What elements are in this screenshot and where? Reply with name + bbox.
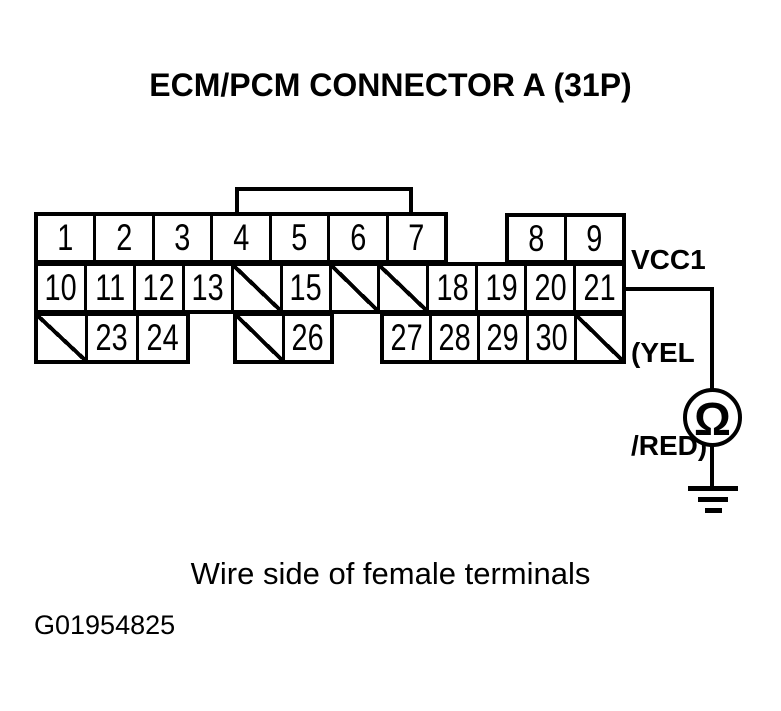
caption: Wire side of female terminals	[190, 556, 591, 591]
figure-id: G01954825	[34, 610, 176, 640]
pin-3: 3	[155, 216, 214, 260]
pin-6: 6	[330, 216, 389, 260]
wire-label-line2: (YEL	[631, 337, 695, 368]
pin-11: 11	[87, 266, 136, 310]
ohm-symbol: Ω	[694, 392, 731, 445]
pin-30: 30	[529, 316, 577, 360]
pin-19: 19	[478, 266, 528, 310]
pin-row1-right-block: 8 9	[505, 213, 626, 264]
pin-row3-left-block: 23 24	[34, 312, 190, 364]
pin-24: 24	[146, 317, 179, 358]
pin-9: 9	[586, 217, 603, 259]
blocked-pin-14	[233, 266, 283, 310]
pin-10: 10	[38, 266, 87, 310]
pin-2: 2	[96, 216, 155, 260]
pin-23: 23	[88, 316, 139, 360]
ground-bar-middle	[698, 497, 728, 502]
pin-row2-block: 10 11 12 13 15 18 19 20 21	[34, 262, 626, 314]
pin-1: 1	[38, 216, 97, 260]
pin-row3-mid-block: 26	[233, 312, 334, 364]
pin-18: 18	[429, 266, 479, 310]
wire-color-label: VCC1 (YEL /RED)	[631, 182, 707, 492]
blocked-pin-22	[38, 316, 89, 360]
pin-20: 20	[527, 266, 577, 310]
wire-horizontal-segment	[624, 287, 714, 291]
diagram-title: ECM/PCM CONNECTOR A (31P)	[149, 67, 632, 103]
pin-21: 21	[583, 267, 616, 308]
pin-4: 4	[213, 216, 272, 260]
pin-28: 28	[432, 316, 481, 360]
blocked-pin-25	[237, 316, 285, 360]
pin-7: 7	[408, 217, 425, 258]
ground-bar-top	[688, 486, 738, 491]
pin-row1-left-block: 1 2 3 4 5 6 7	[34, 212, 448, 264]
pin-13: 13	[185, 266, 234, 310]
ohmmeter-icon: Ω	[683, 388, 742, 447]
pin-row3-right-block: 27 28 29 30	[380, 312, 626, 364]
pin-29: 29	[480, 316, 529, 360]
pin-15: 15	[283, 266, 332, 310]
pin-5: 5	[272, 216, 331, 260]
blocked-pin-17	[380, 266, 430, 310]
wire-vertical-segment-top	[710, 287, 714, 390]
pin-27: 27	[384, 316, 433, 360]
blocked-pin-31	[576, 316, 623, 360]
blocked-pin-16	[331, 266, 381, 310]
wire-vertical-segment-bottom	[710, 445, 714, 487]
pin-12: 12	[136, 266, 185, 310]
wire-label-line1: VCC1	[631, 244, 706, 275]
pin-26: 26	[291, 317, 324, 358]
pin-8: 8	[509, 217, 567, 260]
ground-bar-bottom	[705, 508, 722, 513]
